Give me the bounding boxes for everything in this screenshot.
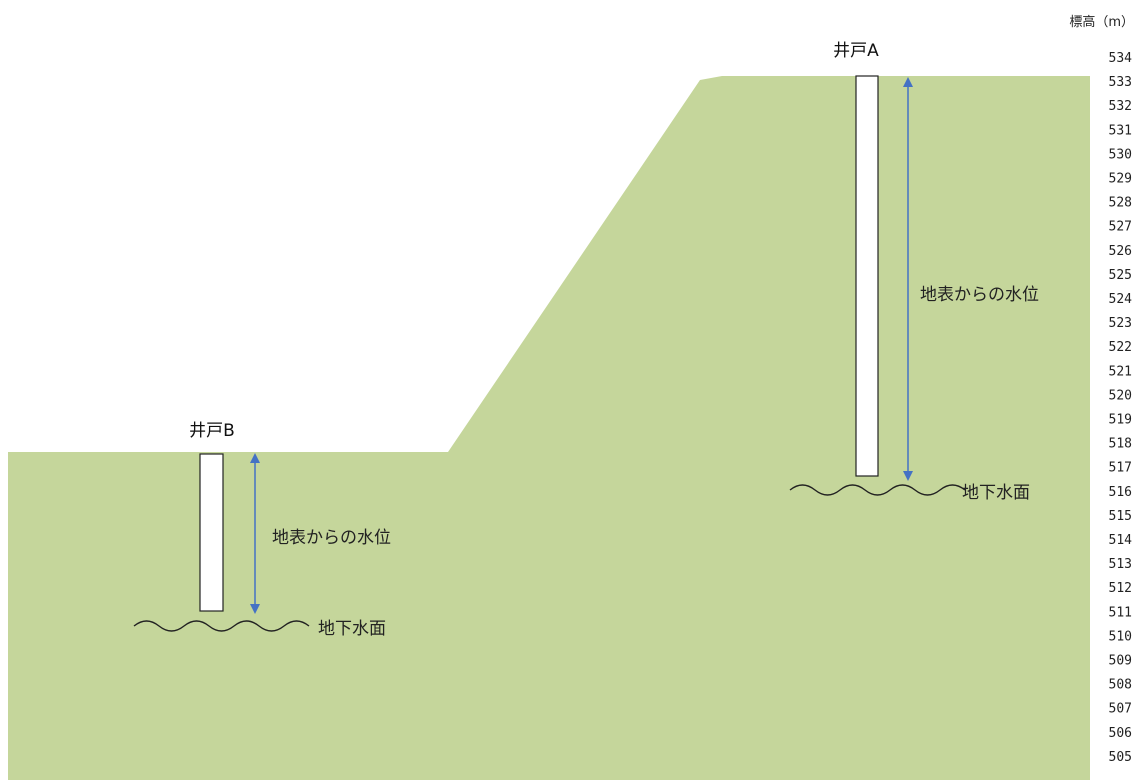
elevation-tick-label: 534 bbox=[1109, 51, 1133, 66]
elevation-tick-label: 518 bbox=[1109, 437, 1132, 452]
elevation-tick-label: 521 bbox=[1109, 364, 1132, 379]
elevation-tick-label: 512 bbox=[1109, 581, 1132, 596]
well-b-depth-label: 地表からの水位 bbox=[272, 528, 391, 548]
well-a-label: 井戸A bbox=[833, 41, 879, 61]
elevation-tick-label: 515 bbox=[1109, 509, 1132, 524]
elevation-tick-label: 533 bbox=[1109, 75, 1132, 90]
elevation-tick-label: 529 bbox=[1109, 172, 1132, 187]
elevation-tick-label: 530 bbox=[1109, 147, 1132, 162]
well-a-water-label: 地下水面 bbox=[962, 483, 1030, 503]
elevation-tick-label: 526 bbox=[1109, 244, 1132, 259]
elevation-tick-label: 513 bbox=[1109, 557, 1132, 572]
elevation-tick-label: 507 bbox=[1109, 702, 1132, 717]
elevation-ticks: 534 533 532 531 530 529 528 527 526 525 524 523 522 5… bbox=[1109, 51, 1133, 765]
elevation-tick-label: 506 bbox=[1109, 726, 1132, 741]
elevation-tick-label: 509 bbox=[1109, 654, 1132, 669]
ground-profile bbox=[8, 76, 1090, 780]
elevation-tick-label: 517 bbox=[1109, 461, 1132, 476]
elevation-tick-label: 527 bbox=[1109, 220, 1132, 235]
elevation-tick-label: 510 bbox=[1109, 629, 1132, 644]
well-b-shaft bbox=[199, 453, 224, 612]
well-a-water-wave bbox=[789, 484, 966, 496]
well-b-water-label: 地下水面 bbox=[318, 619, 386, 639]
elevation-tick-label: 531 bbox=[1109, 123, 1132, 138]
elevation-tick-label: 511 bbox=[1109, 605, 1132, 620]
elevation-tick-label: 505 bbox=[1109, 750, 1132, 765]
elevation-tick-label: 525 bbox=[1109, 268, 1132, 283]
elevation-tick-label: 523 bbox=[1109, 316, 1132, 331]
well-a-depth-label: 地表からの水位 bbox=[920, 285, 1039, 305]
elevation-tick-label: 519 bbox=[1109, 413, 1132, 428]
well-a-shaft bbox=[855, 75, 879, 477]
well-b-water-wave bbox=[133, 620, 310, 632]
elevation-tick-label: 532 bbox=[1109, 99, 1132, 114]
elevation-tick-label: 514 bbox=[1109, 533, 1133, 548]
well-b-label: 井戸B bbox=[189, 421, 235, 441]
elevation-tick-label: 516 bbox=[1109, 485, 1132, 500]
elevation-tick-label: 508 bbox=[1109, 678, 1132, 693]
elevation-tick-label: 520 bbox=[1109, 388, 1132, 403]
elevation-tick-label: 522 bbox=[1109, 340, 1132, 355]
elevation-tick-label: 528 bbox=[1109, 196, 1132, 211]
axis-title: 標高（m） bbox=[1069, 14, 1134, 30]
elevation-tick-label: 524 bbox=[1109, 292, 1133, 307]
